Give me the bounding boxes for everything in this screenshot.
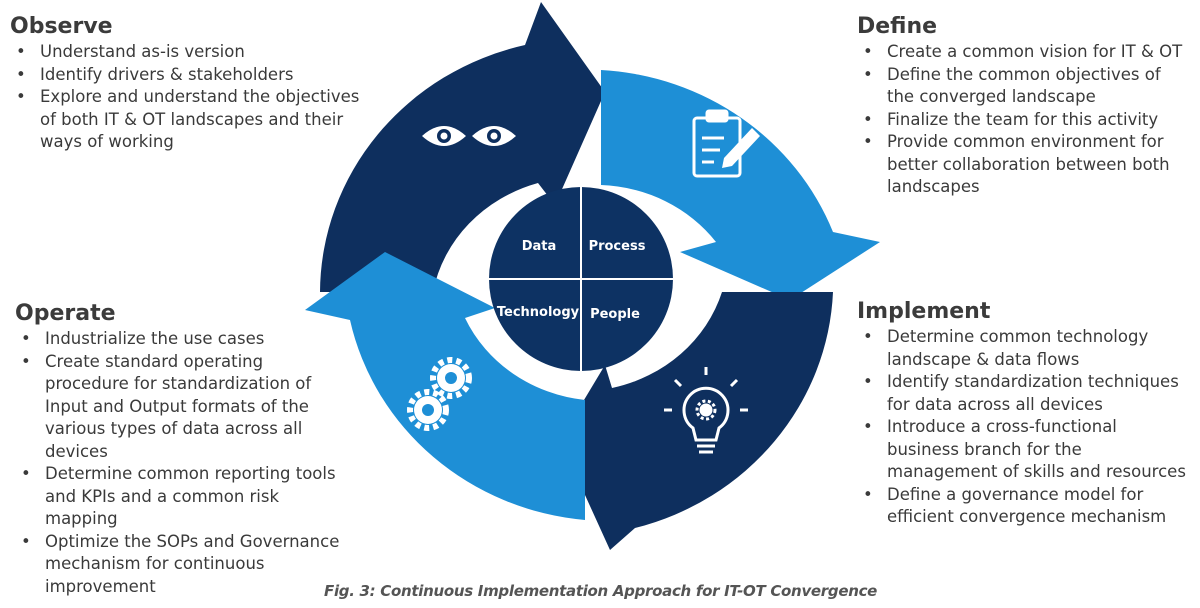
observe-arrow [320, 2, 605, 292]
define-title: Define [857, 14, 938, 39]
quadrant-people: People [590, 307, 640, 322]
quadrant-technology: Technology [497, 305, 580, 320]
list-item: Define the common objectives of the conv… [857, 64, 1192, 109]
list-item: Provide common environment for better co… [857, 131, 1192, 199]
list-item: Determine common reporting tools and KPI… [15, 463, 345, 531]
clipboard-pencil-icon [692, 109, 760, 178]
list-item: Optimize the SOPs and Governance mechani… [15, 531, 345, 599]
list-item: Identify drivers & stakeholders [10, 64, 380, 87]
list-item: Introduce a cross-functional business br… [857, 416, 1192, 484]
quadrant-data: Data [522, 239, 557, 254]
operate-list: Industrialize the use cases Create stand… [15, 328, 345, 598]
list-item: Define a governance model for efficient … [857, 484, 1192, 529]
lightbulb-gear-icon [664, 367, 748, 454]
list-item: Create standard operating procedure for … [15, 351, 345, 464]
eyes-icon [422, 126, 516, 146]
implement-panel: Implement Determine common technology la… [857, 299, 1192, 529]
quadrant-process: Process [589, 239, 646, 254]
observe-list: Understand as-is version Identify driver… [10, 41, 380, 154]
define-list: Create a common vision for IT & OT Defin… [857, 41, 1192, 199]
operate-title: Operate [15, 301, 116, 326]
list-item: Create a common vision for IT & OT [857, 41, 1192, 64]
list-item: Understand as-is version [10, 41, 380, 64]
observe-title: Observe [10, 14, 113, 39]
list-item: Finalize the team for this activity [857, 109, 1192, 132]
observe-panel: Observe Understand as-is version Identif… [10, 14, 380, 154]
define-arrow [601, 70, 880, 300]
implement-arrow [560, 292, 833, 550]
gears-icon [407, 357, 472, 431]
operate-panel: Operate Industrialize the use cases Crea… [15, 301, 345, 598]
list-item: Industrialize the use cases [15, 328, 345, 351]
list-item: Explore and understand the objectives of… [10, 86, 380, 154]
figure-caption: Fig. 3: Continuous Implementation Approa… [324, 582, 878, 600]
list-item: Identify standardization techniques for … [857, 371, 1192, 416]
implement-title: Implement [857, 299, 991, 324]
implement-list: Determine common technology landscape & … [857, 326, 1192, 529]
list-item: Determine common technology landscape & … [857, 326, 1192, 371]
define-panel: Define Create a common vision for IT & O… [857, 14, 1192, 199]
